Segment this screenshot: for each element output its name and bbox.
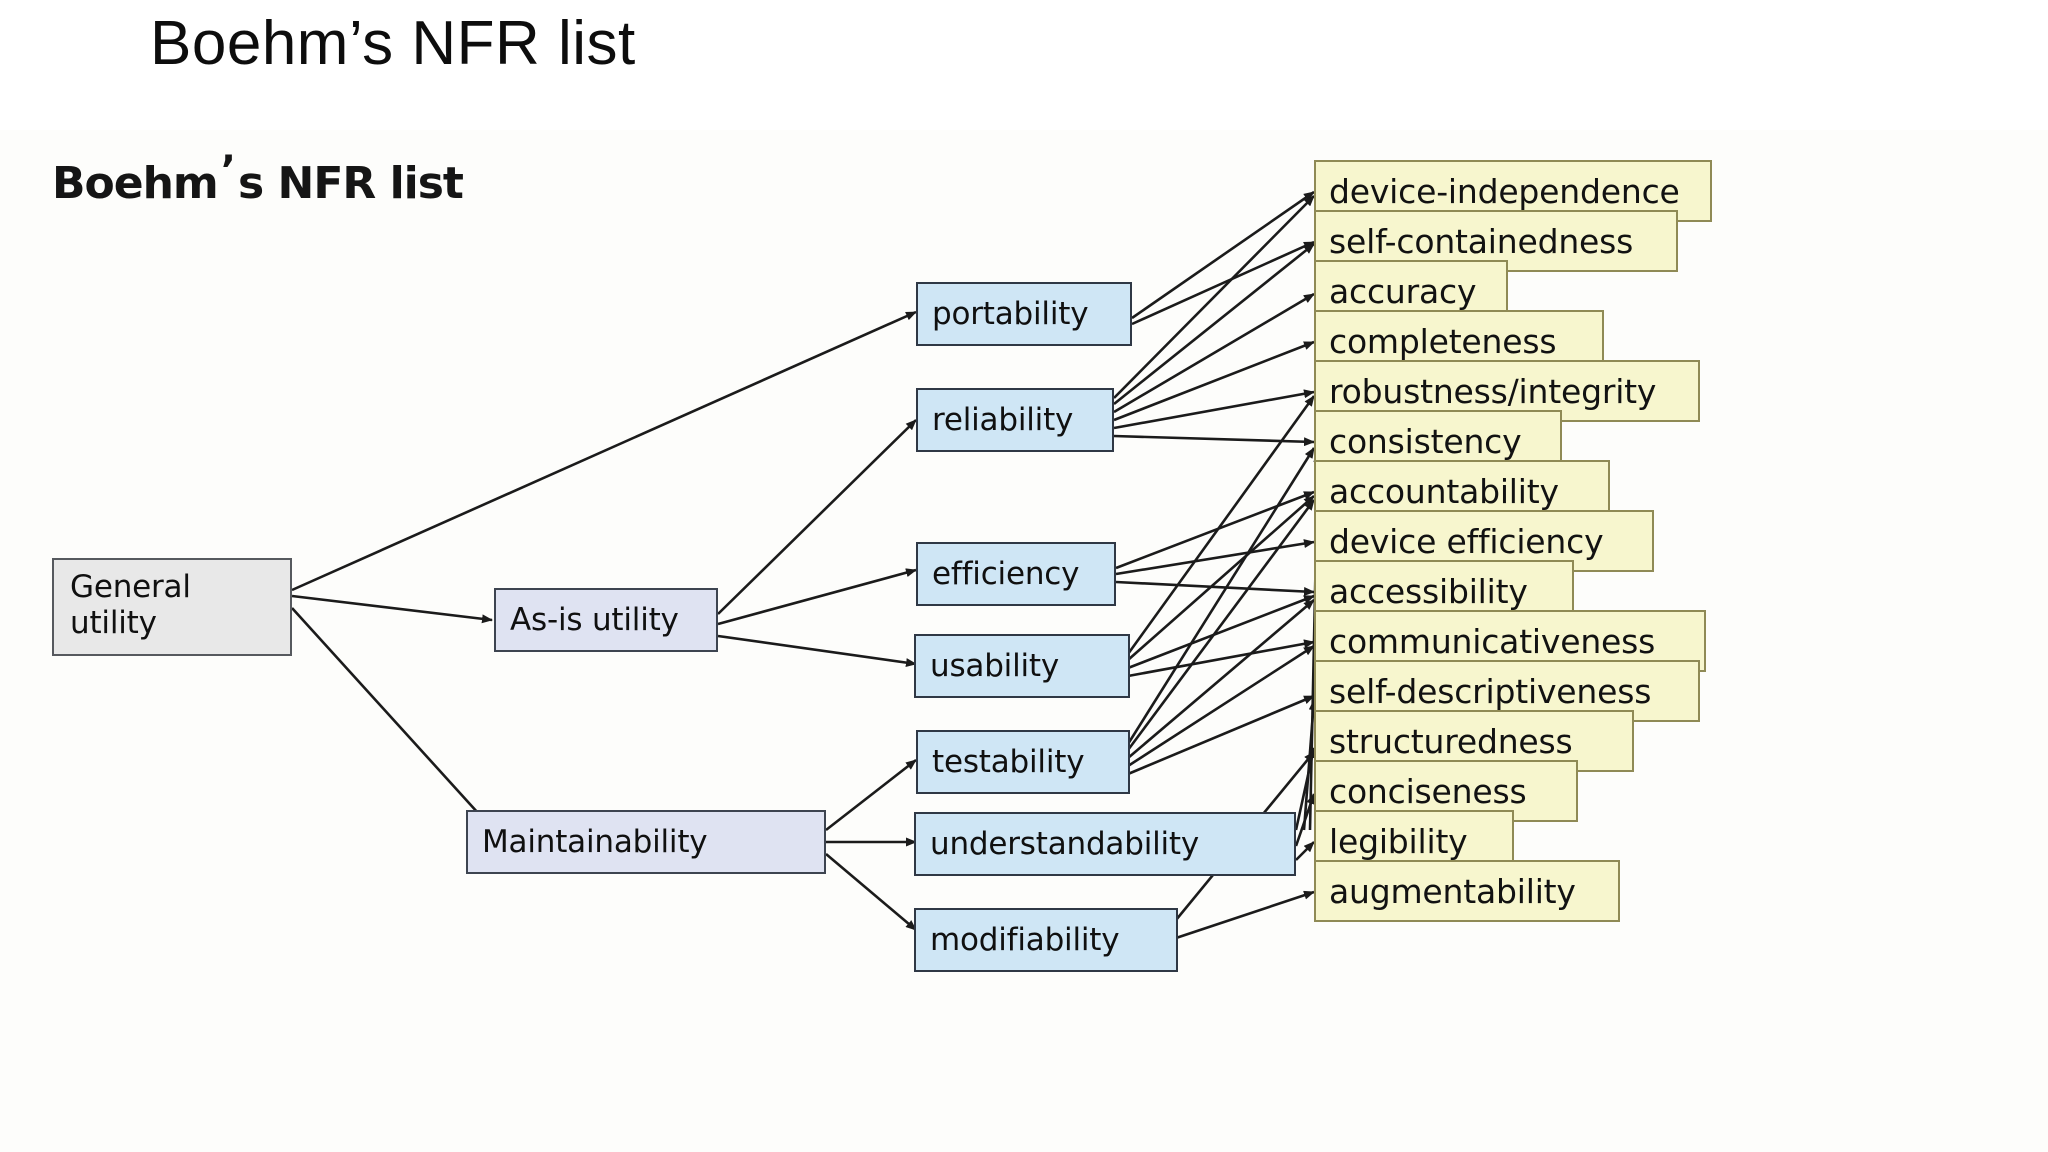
edge-testability-accessibility: [1127, 599, 1315, 759]
node-modifiability[interactable]: modifiability: [914, 908, 1178, 972]
node-legibility-label: legibility: [1329, 821, 1468, 861]
node-general-utility-line2: utility: [70, 604, 157, 641]
node-as-is-utility-label: As-is utility: [510, 602, 679, 638]
node-portability[interactable]: portability: [916, 282, 1132, 346]
node-accuracy-label: accuracy: [1329, 271, 1477, 311]
edge-testability-communicativeness: [1127, 644, 1315, 768]
edge-general-utility-portability: [291, 310, 917, 592]
node-maintainability[interactable]: Maintainability: [466, 810, 826, 874]
node-efficiency[interactable]: efficiency: [916, 542, 1116, 606]
edge-general-utility-maintainability: [291, 607, 499, 836]
edge-as-is-reliability: [717, 419, 917, 615]
node-completeness-label: completeness: [1329, 321, 1557, 361]
edge-reliability-device-independence-alt: [1113, 195, 1315, 399]
edge-modifiability-augmentability: [1175, 890, 1315, 940]
figure-title-suffix: s NFR list: [237, 158, 464, 209]
node-maintainability-label: Maintainability: [482, 824, 708, 860]
edge-reliability-completeness: [1113, 340, 1315, 422]
edge-portability-device-independence: [1131, 190, 1315, 320]
node-device-efficiency-label: device efficiency: [1329, 521, 1604, 561]
edge-usability-accessibility: [1127, 594, 1315, 670]
node-testability[interactable]: testability: [916, 730, 1130, 794]
figure-title: Boehm’s NFR list: [52, 148, 464, 209]
node-reliability-label: reliability: [932, 402, 1074, 438]
edge-efficiency-accessibility: [1115, 580, 1315, 596]
edge-as-is-efficiency: [717, 568, 917, 626]
node-self-descriptiveness-label: self-descriptiveness: [1329, 671, 1652, 711]
node-modifiability-label: modifiability: [930, 922, 1120, 958]
figure-title-prefix: Boehm: [52, 158, 219, 209]
edge-efficiency-accountability: [1115, 490, 1315, 570]
node-consistency-label: consistency: [1329, 421, 1522, 461]
node-portability-label: portability: [932, 296, 1089, 332]
node-efficiency-label: efficiency: [932, 556, 1080, 592]
node-self-containedness-label: self-containedness: [1329, 221, 1634, 261]
node-accessibility-label: accessibility: [1329, 571, 1528, 611]
edge-efficiency-device-efficiency: [1115, 539, 1315, 576]
node-usability-label: usability: [930, 648, 1060, 684]
node-accountability-label: accountability: [1329, 471, 1559, 511]
edge-understandability-conciseness: [1294, 793, 1316, 847]
node-general-utility-line1: General: [70, 569, 191, 605]
page-title: Boehm’s NFR list: [150, 9, 636, 78]
node-usability[interactable]: usability: [914, 634, 1130, 698]
node-augmentability[interactable]: augmentability: [1314, 860, 1620, 922]
node-testability-label: testability: [932, 744, 1085, 780]
edge-portability-self-containedness: [1131, 240, 1315, 326]
node-reliability[interactable]: reliability: [916, 388, 1114, 452]
node-device-independence-label: device-independence: [1329, 171, 1680, 211]
node-structuredness[interactable]: structuredness: [1314, 710, 1634, 772]
edge-testability-accountability: [1126, 499, 1316, 751]
node-understandability-label: understandability: [930, 826, 1200, 862]
edge-usability-robustness-integrity: [1126, 395, 1316, 655]
edge-layer: [291, 190, 1323, 940]
edge-group: [291, 190, 1323, 940]
edge-reliability-self-containedness: [1113, 242, 1315, 406]
edge-maintainability-modifiability: [825, 853, 917, 931]
edge-reliability-robustness-integrity: [1113, 389, 1315, 430]
edge-testability-self-descriptiveness: [1127, 694, 1315, 776]
node-structuredness-label: structuredness: [1329, 721, 1573, 761]
edge-testability-consistency: [1126, 447, 1316, 745]
node-understandability[interactable]: understandability: [914, 812, 1296, 876]
node-communicativeness-label: communicativeness: [1329, 621, 1656, 661]
figure-title-apostrophe: ’: [220, 148, 236, 194]
node-conciseness-label: conciseness: [1329, 771, 1527, 811]
edge-understandability-legibility: [1295, 841, 1315, 861]
edge-general-utility-as-is-utility: [291, 594, 493, 624]
node-augmentability-label: augmentability: [1329, 871, 1576, 911]
node-general-utility[interactable]: General utility: [52, 558, 292, 656]
node-as-is-utility[interactable]: As-is utility: [494, 588, 718, 652]
node-robustness-integrity-label: robustness/integrity: [1329, 371, 1657, 411]
edge-usability-communicativeness: [1127, 639, 1315, 678]
edge-as-is-usability: [717, 634, 917, 668]
edge-maintainability-testability: [825, 758, 917, 832]
edge-usability-accountability: [1127, 495, 1315, 661]
edge-reliability-accuracy: [1113, 292, 1315, 414]
nfr-diagram-figure: Boehm’s NFR list: [0, 130, 2048, 1152]
